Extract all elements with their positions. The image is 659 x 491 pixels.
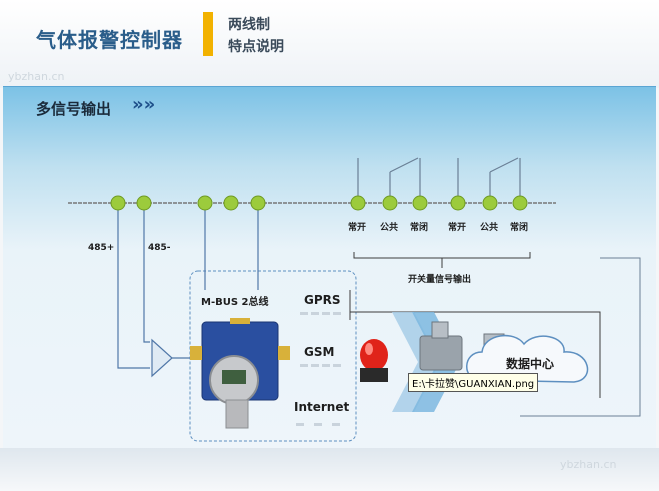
bus-node-icon [110,195,528,211]
cloud-link-line [520,257,641,417]
label-gsm: GSM [304,345,335,359]
relay-label-3: 常闭 [410,223,429,233]
subtitle-line-2: 特点说明 [228,39,284,55]
label-485-minus: 485- [148,243,171,253]
page-title: 气体报警控制器 [36,28,183,52]
cloud-icon [466,334,589,383]
footer [0,448,659,491]
relay-label-1: 常开 [348,223,367,233]
device-box [189,270,357,442]
label-485-plus: 485+ [88,243,115,253]
relay-bracket [353,252,531,259]
relay-label-6: 常闭 [510,223,529,233]
line-485-plus [117,204,150,369]
amplifier-triangle-icon [151,338,173,378]
watermark-top: ybzhan.cn [8,70,65,83]
section-title: 多信号输出 [36,100,112,118]
line-485-minus [143,204,150,343]
label-mbus: M-BUS 2总线 [201,297,269,308]
file-path-tooltip: E:\卡拉赞\GUANXIAN.png [408,373,539,392]
subtitle-line-1: 两线制 [228,17,270,33]
label-gprs: GPRS [304,293,341,307]
watermark-bottom: ybzhan.cn [560,458,617,471]
cloud-label: 数据中心 [506,357,555,371]
alarm-beacon-icon [360,339,388,382]
gas-detector-icon [190,318,290,429]
relay-label-2: 公共 [380,223,399,233]
title-accent-bar [203,12,213,56]
label-internet: Internet [294,400,350,414]
relay-label-5: 公共 [480,223,499,233]
relay-label-4: 常开 [448,223,467,233]
header [0,0,659,88]
content-panel [3,86,656,449]
page-subtitle: 两线制 特点说明 [228,14,284,58]
relay-group-label: 开关量信号输出 [408,275,472,285]
section-arrows-icon: »» [132,94,156,115]
